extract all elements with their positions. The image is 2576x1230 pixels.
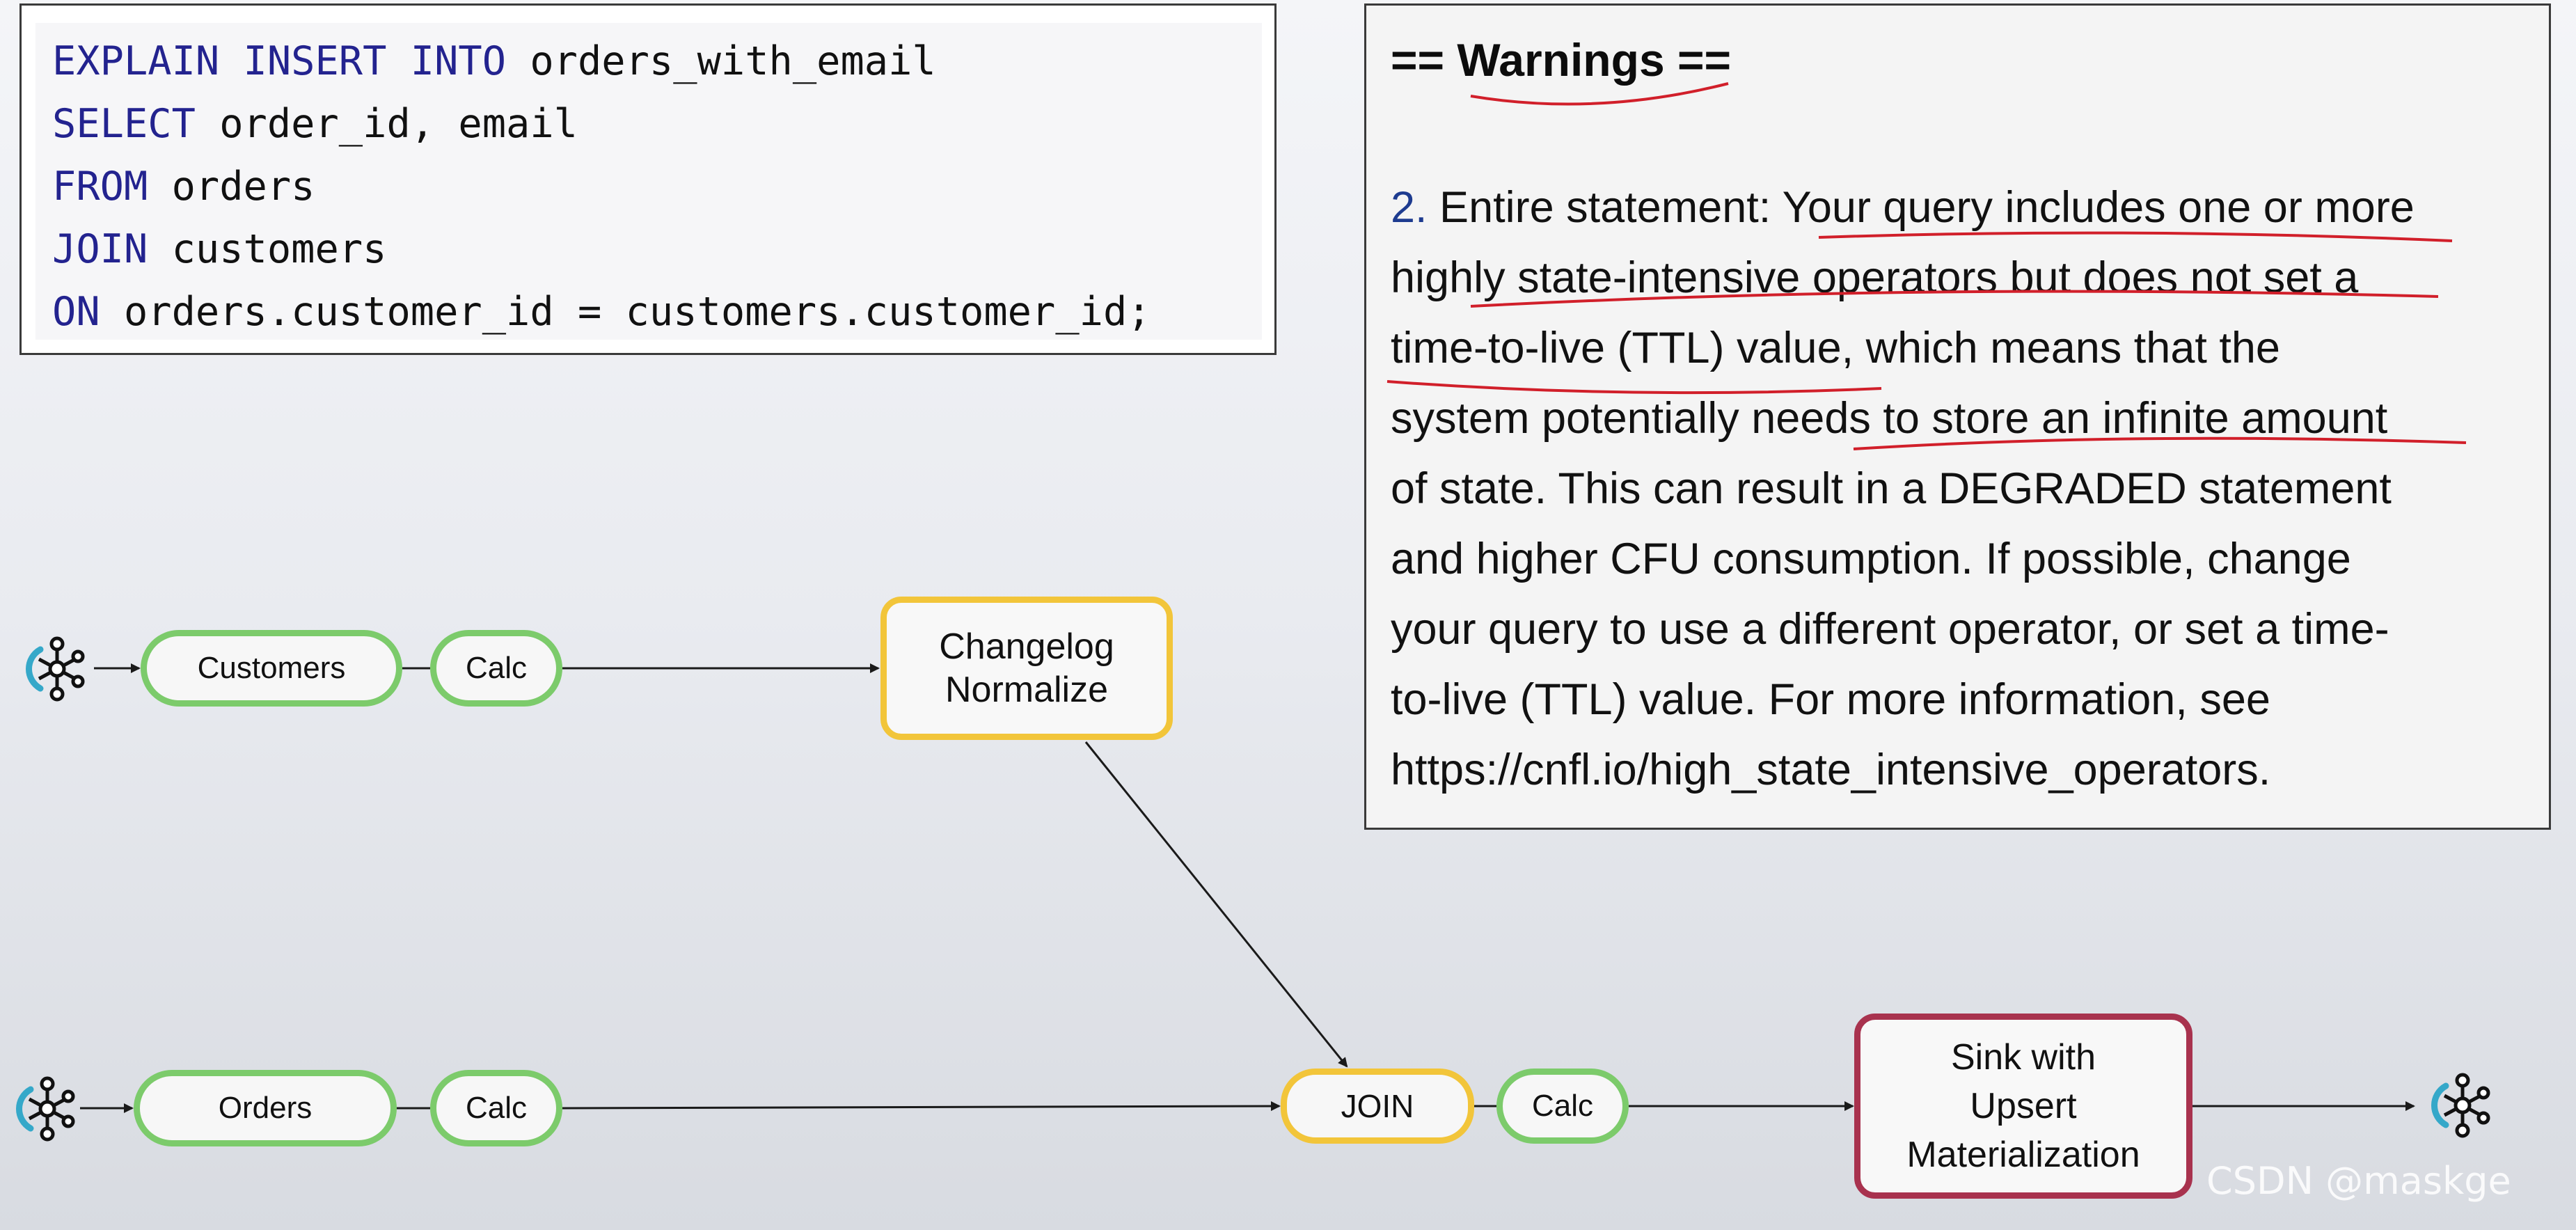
warning-number: 2. (1391, 183, 1428, 232)
sql-keyword: JOIN (52, 226, 148, 272)
node-join: JOIN (1281, 1069, 1474, 1144)
kafka-icon (26, 636, 85, 702)
warnings-body: 2. Entire statement: Your query includes… (1391, 173, 2532, 805)
sql-code-background (35, 23, 1262, 340)
node-label: Changelog (939, 626, 1114, 667)
sql-text: orders_with_email (506, 38, 936, 84)
node-calc-bottom: Calc (430, 1070, 562, 1146)
node-label: Calc (1531, 1089, 1594, 1123)
sql-text: order_id, email (195, 101, 578, 147)
warnings-title: == Warnings == (1391, 34, 1732, 86)
node-label: Materialization (1906, 1135, 2140, 1175)
node-customers: Customers (141, 630, 402, 707)
warning-line-1: 2. Entire statement: Your query includes… (1391, 173, 2532, 243)
sql-text: customers (148, 226, 387, 272)
watermark: CSDN @maskge (2206, 1159, 2511, 1203)
sql-line-4: JOIN customers (52, 225, 386, 274)
kafka-icon (2431, 1073, 2490, 1138)
warning-line-9: https://cnfl.io/high_state_intensive_ope… (1391, 746, 2271, 794)
node-label: Customers (197, 651, 346, 685)
node-label: Sink with (1950, 1037, 2096, 1078)
warning-line-6: and higher CFU consumption. If possible,… (1391, 535, 2351, 583)
node-label: Upsert (1970, 1086, 2077, 1126)
node-changelog-normalize: Changelog Normalize (880, 597, 1173, 740)
sql-keyword: ON (52, 289, 100, 335)
node-calc-after-join: Calc (1496, 1069, 1629, 1144)
sql-code-panel: EXPLAIN INSERT INTO orders_with_email SE… (19, 3, 1277, 355)
sql-text: orders.customer_id = customers.customer_… (100, 289, 1151, 335)
node-label: Calc (465, 651, 528, 685)
sql-keyword: FROM (52, 164, 148, 210)
warnings-panel: == Warnings == 2. Entire statement: Your… (1364, 3, 2551, 830)
warning-text: Entire statement: Your query includes on… (1427, 183, 2415, 232)
node-label: Orders (218, 1091, 313, 1125)
node-label: Calc (465, 1091, 528, 1125)
node-calc-top: Calc (430, 630, 562, 707)
warning-line-4: system potentially needs to store an inf… (1391, 394, 2388, 443)
sql-keyword: EXPLAIN INSERT INTO (52, 38, 507, 84)
node-label: Normalize (945, 670, 1109, 710)
node-orders: Orders (134, 1070, 397, 1146)
node-label: JOIN (1341, 1088, 1414, 1124)
sql-keyword: SELECT (52, 101, 196, 147)
warning-line-3: time-to-live (TTL) value, which means th… (1391, 324, 2280, 372)
sql-line-2: SELECT order_id, email (52, 100, 578, 148)
warning-line-7: your query to use a different operator, … (1391, 605, 2389, 654)
warning-line-5: of state. This can result in a DEGRADED … (1391, 464, 2392, 513)
warning-line-8: to-live (TTL) value. For more informatio… (1391, 675, 2270, 724)
sql-text: orders (148, 164, 315, 210)
sql-line-5: ON orders.customer_id = customers.custom… (52, 287, 1151, 336)
sql-line-3: FROM orders (52, 162, 315, 211)
node-sink-upsert-materialization: Sink with Upsert Materialization (1854, 1014, 2192, 1199)
sql-line-1: EXPLAIN INSERT INTO orders_with_email (52, 37, 936, 86)
kafka-icon (16, 1076, 75, 1142)
